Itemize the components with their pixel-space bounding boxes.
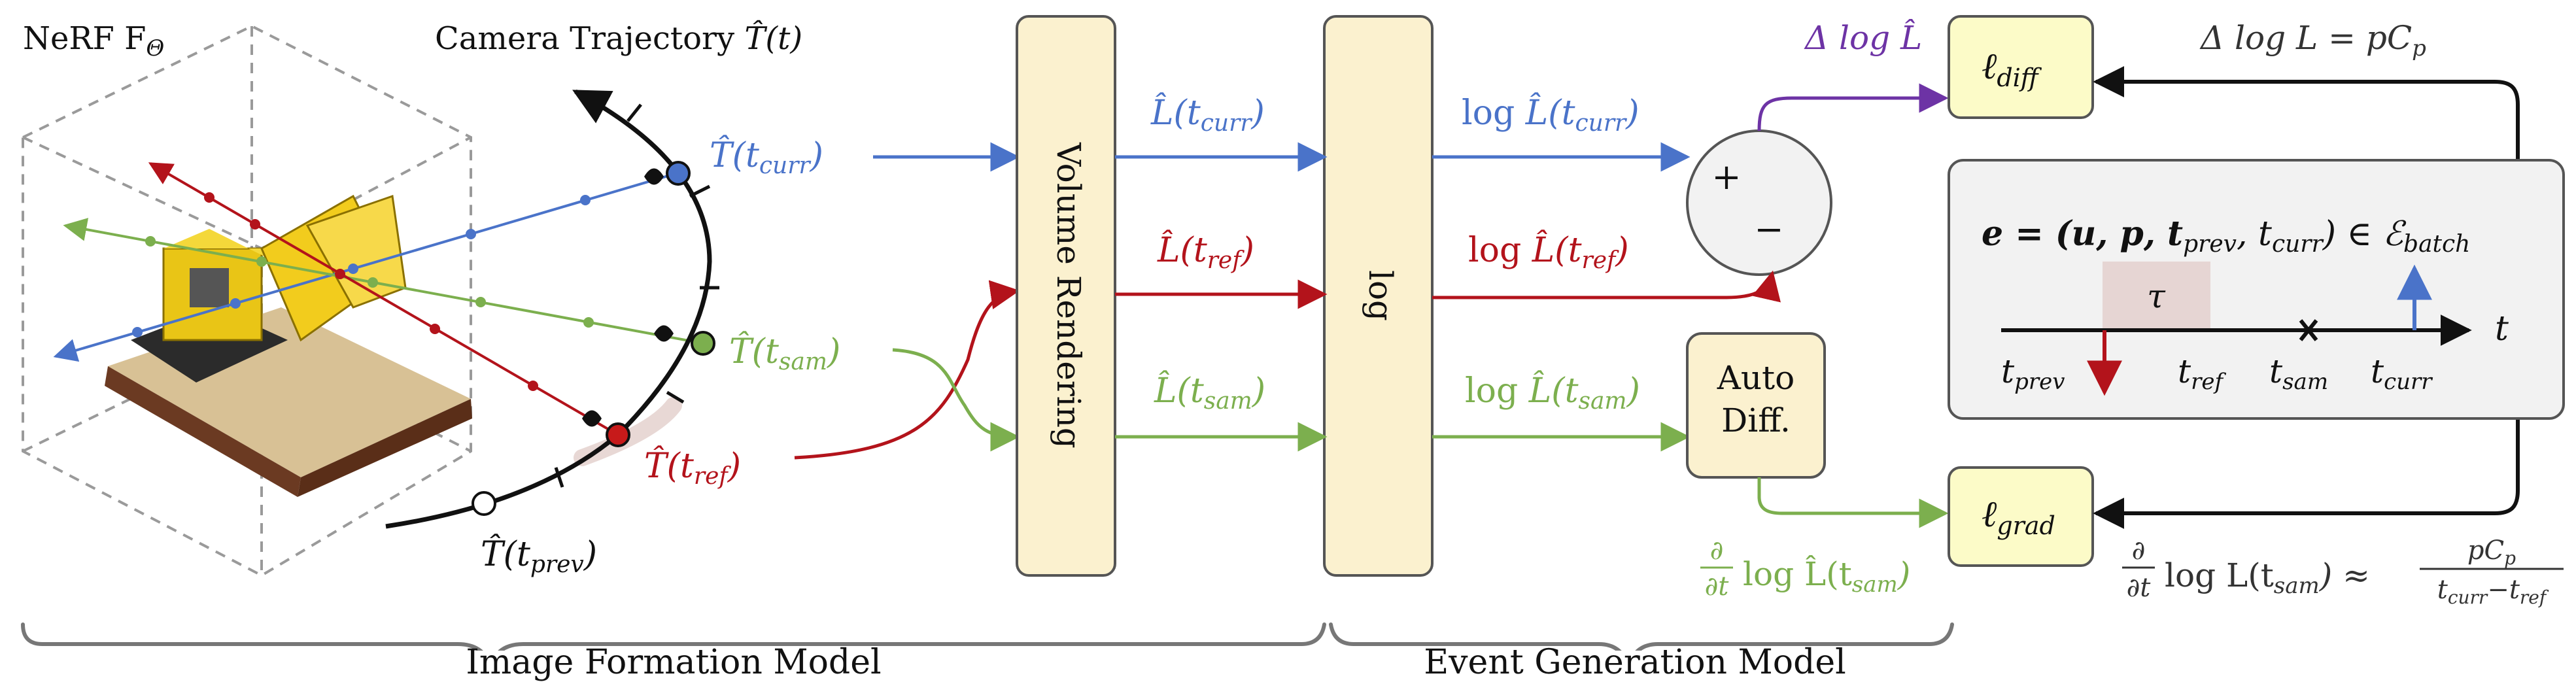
event-t-prev: tprev <box>2001 352 2065 395</box>
arrow-delta-logL-hat <box>1757 83 1949 131</box>
autodiff-label-line2: Diff. <box>1721 401 1791 439</box>
event-t-ref: tref <box>2178 352 2226 395</box>
pose-sam-dot <box>691 331 715 356</box>
label-t-ref: T̂(tref) <box>644 446 741 490</box>
loss-diff-box <box>1948 15 2094 119</box>
time-axis-label: t <box>2495 309 2509 349</box>
ray-ref <box>148 162 619 436</box>
loss-grad-box <box>1948 466 2094 567</box>
label-logL-ref: log L̂(tref) <box>1468 230 1629 274</box>
plus-sign: + <box>1711 156 1741 197</box>
minus-sign: − <box>1754 209 1783 250</box>
label-delta-logL: Δ log L = pCp <box>2199 19 2426 61</box>
label-t-curr: T̂(tcurr) <box>710 135 823 179</box>
loss-grad-label: ℓgrad <box>1982 493 2055 540</box>
camera-trajectory-title: Camera Trajectory T̂(t) <box>435 19 802 57</box>
label-dlog-L-sam: ∂ ∂t log L̂(tsam) <box>1700 536 1910 602</box>
svg-text:∂: ∂ <box>2132 536 2146 566</box>
label-t-sam: T̂(tsam) <box>729 332 840 375</box>
label-logL-sam: log L̂(tsam) <box>1465 371 1640 415</box>
event-t-curr: tcurr <box>2371 352 2433 395</box>
rays <box>53 162 704 436</box>
pose-ref-dot <box>606 422 630 447</box>
event-formula: e = (u, p, tprev, tcurr) ∈ ℰbatch <box>1982 214 2470 258</box>
label-L-curr: L̂(tcurr) <box>1150 93 1265 137</box>
difference-node <box>1686 129 1832 276</box>
svg-text:pCp: pCp <box>2467 536 2516 569</box>
excavator-image <box>105 194 472 497</box>
label-L-ref: L̂(tref) <box>1157 230 1254 274</box>
label-delta-logL-hat: Δ log L̂ <box>1804 18 1922 57</box>
arrow-pose-sam <box>892 348 1020 452</box>
camera-trajectory <box>385 89 719 529</box>
tau-label: τ <box>2147 277 2166 315</box>
arrow-to-loss-diff <box>2093 66 2520 160</box>
autodiff-label-line1: Auto <box>1717 359 1795 397</box>
autodiff-block <box>1686 332 1826 479</box>
svg-text:∂: ∂ <box>1710 536 1724 566</box>
svg-text:log L(tsam) ≈: log L(tsam) ≈ <box>2165 556 2370 599</box>
image-formation-label: Image Formation Model <box>466 643 881 682</box>
svg-text:log L̂(tsam): log L̂(tsam) <box>1743 554 1910 598</box>
arrow-pose-ref <box>794 280 1020 460</box>
grad-approx-formula: ∂ ∂t log L(tsam) ≈ pCp tcurr−tref <box>2122 536 2564 608</box>
svg-text:∂t: ∂t <box>2127 573 2152 603</box>
nerf-label: NeRF FΘ <box>23 20 164 61</box>
label-L-sam: L̂(tsam) <box>1154 371 1265 415</box>
t-sam-cross <box>2299 319 2318 341</box>
svg-text:∂t: ∂t <box>1705 571 1730 602</box>
ray-sam <box>63 218 704 345</box>
ray-curr <box>53 172 678 362</box>
label-t-prev: T̂(tprev) <box>481 534 597 578</box>
loss-diff-label: ℓdiff <box>1982 45 2042 92</box>
pose-prev-dot <box>472 491 496 516</box>
tau-region <box>2103 262 2210 330</box>
arrow-logL-ref <box>1432 270 1781 303</box>
pose-curr-dot <box>666 161 691 186</box>
event-generation-label: Event Generation Model <box>1424 643 1846 682</box>
arrow-grad <box>1757 477 1949 528</box>
svg-text:tcurr−tref: tcurr−tref <box>2437 575 2549 608</box>
event-t-sam: tsam <box>2269 352 2328 395</box>
volume-rendering-label: Volume Rendering <box>1050 142 1088 449</box>
arrow-to-loss-grad <box>2093 418 2520 529</box>
log-block-label: log <box>1362 270 1400 321</box>
label-logL-curr: log L̂(tcurr) <box>1462 93 1640 137</box>
